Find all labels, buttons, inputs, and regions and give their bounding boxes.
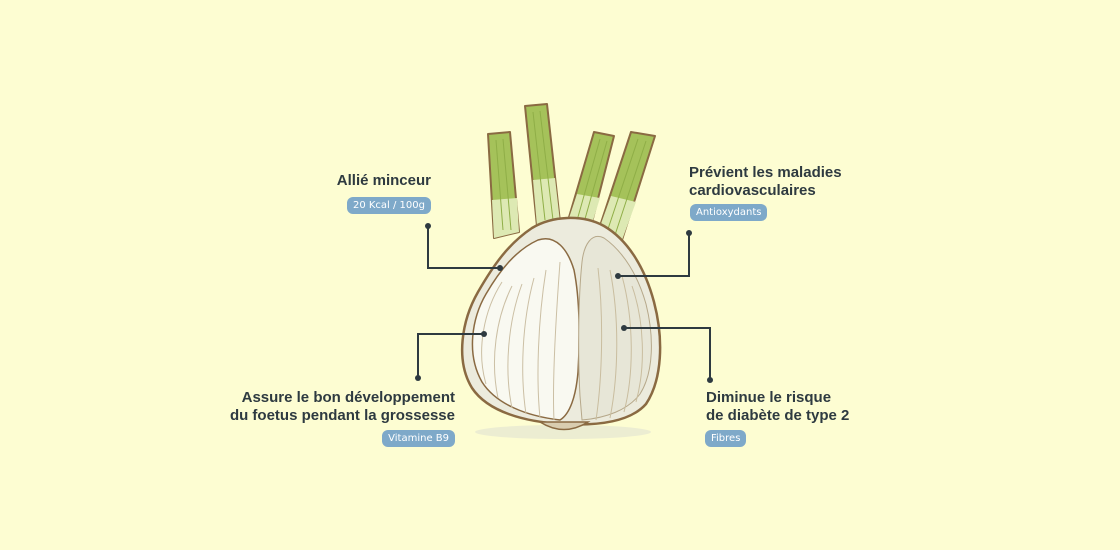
dot <box>621 325 627 331</box>
connector-diabete <box>624 327 711 380</box>
dot <box>497 265 503 271</box>
bulb-left-layer <box>471 237 580 421</box>
connector-dots <box>415 223 713 383</box>
title-line: Allié minceur <box>336 172 431 189</box>
dot <box>425 223 431 229</box>
annotation-diabete-badge: Fibres <box>705 430 747 447</box>
bulb-right-layer <box>578 236 652 421</box>
annotation-maladies-cardio-title: Prévient les maladies cardiovasculaires <box>689 164 842 200</box>
title-line: cardiovasculaires <box>689 182 816 199</box>
dot <box>615 273 621 279</box>
connector-maladies-cardio <box>618 233 690 277</box>
annotation-maladies-cardio-badge: Antioxydants <box>690 204 768 221</box>
annotation-foetus-badge: Vitamine B9 <box>382 430 455 447</box>
title-line: de diabète de type 2 <box>706 407 850 424</box>
dot <box>481 331 487 337</box>
title-line: Diminue le risque <box>706 389 832 406</box>
fennel-bulb <box>461 216 662 431</box>
annotation-diabete-title: Diminue le risque de diabète de type 2 <box>706 389 849 425</box>
dot <box>686 230 692 236</box>
annotation-allie-minceur-title: Allié minceur <box>337 172 431 190</box>
connector-lines <box>417 226 711 380</box>
title-line: du foetus pendant la grossesse <box>229 407 455 424</box>
bulb-root <box>537 421 591 431</box>
connector-allie-minceur <box>427 226 500 269</box>
connector-foetus <box>417 333 484 378</box>
dot <box>415 375 421 381</box>
title-line: Prévient les maladies <box>689 164 842 181</box>
fennel-stalks <box>487 103 656 241</box>
annotation-allie-minceur-badge: 20 Kcal / 100g <box>346 197 431 214</box>
title-line: Assure le bon développement <box>241 389 455 406</box>
dot <box>707 377 713 383</box>
ground-shadow <box>475 425 651 439</box>
annotation-foetus-title: Assure le bon développement du foetus pe… <box>230 389 455 425</box>
